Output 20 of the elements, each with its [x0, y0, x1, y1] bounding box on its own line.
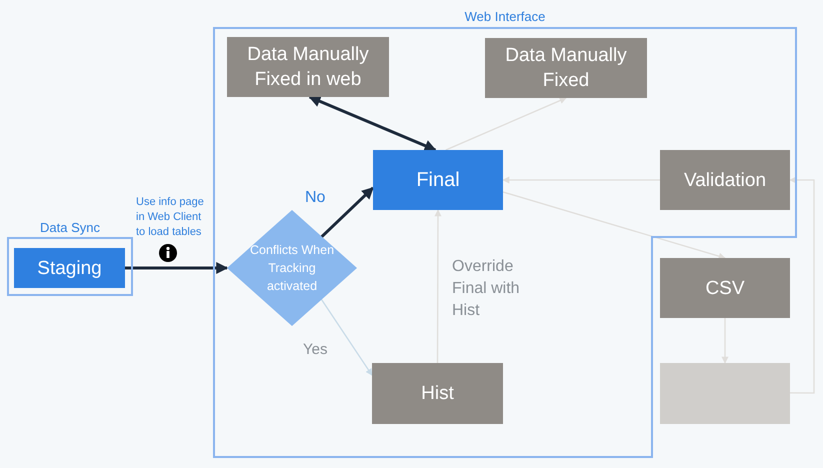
step-box: Hist	[372, 363, 503, 424]
group-title: Web Interface	[464, 8, 546, 26]
arrow	[502, 176, 660, 184]
arrow	[789, 176, 815, 394]
arrow	[320, 298, 373, 376]
step-box: Data Manually Fixed	[485, 38, 647, 98]
arrow	[308, 96, 436, 152]
process-box: Final	[373, 150, 503, 210]
step-box: Data Manually Fixed in web	[227, 37, 389, 97]
arrow	[722, 318, 728, 364]
arrow	[125, 262, 228, 274]
arrow	[320, 186, 374, 239]
arrow	[502, 191, 726, 260]
step-box: Validation	[660, 150, 790, 210]
process-box: Staging	[14, 248, 125, 288]
arrow	[446, 97, 567, 151]
group-title: Data Sync	[40, 219, 100, 237]
step-box: CSV	[660, 258, 790, 318]
arrow	[434, 209, 442, 363]
decision-text: Conflicts When Tracking activated	[248, 242, 336, 295]
